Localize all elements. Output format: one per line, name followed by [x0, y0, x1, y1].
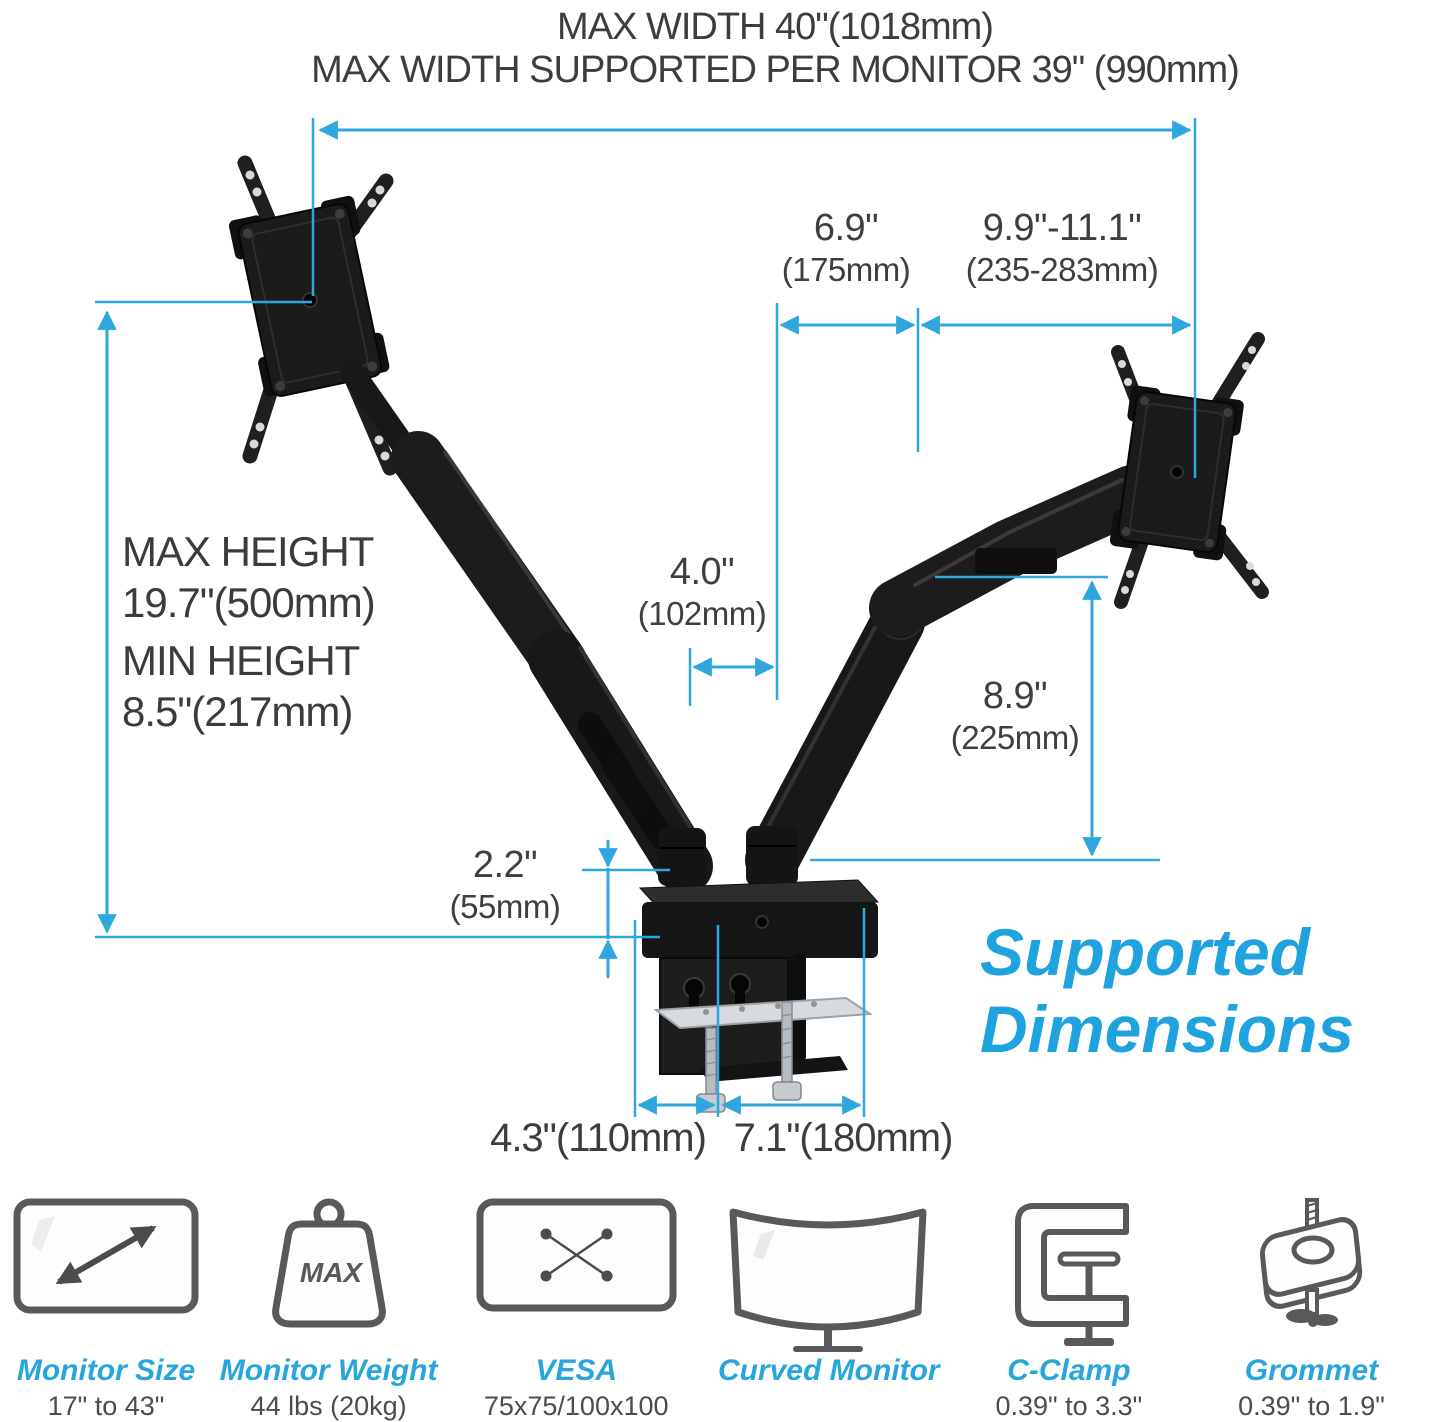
min-height-value: 8.5"(217mm) [122, 688, 353, 735]
dual-monitor-arm-product [228, 155, 1269, 1113]
extension-lines [95, 118, 1197, 1117]
max-height-value: 19.7"(500mm) [122, 579, 376, 626]
grommet-icon [1259, 1198, 1363, 1327]
watermark-line1: Supported [980, 915, 1310, 989]
title-block: MAX WIDTH 40"(1018mm) MAX WIDTH SUPPORTE… [0, 6, 1445, 92]
right-vesa-plate [1109, 385, 1244, 561]
dim-pole-offset-label: 4.0" (102mm) [637, 551, 767, 632]
dim-base-left-label: 4.3"(110mm) [490, 1116, 707, 1160]
feature-label-monitor-weight: Monitor Weight [219, 1354, 438, 1387]
feature-monitor-size: Monitor Size 17" to 43" [6, 1190, 206, 1422]
feature-monitor-weight: MAX Monitor Weight 44 lbs (20kg) [209, 1190, 449, 1422]
dimension-lines [95, 118, 1197, 1117]
left-vesa-plate [228, 195, 390, 397]
feature-value-c-clamp-1: 0.39" to 3.3" [995, 1391, 1143, 1421]
max-weight-icon-text: MAX [299, 1257, 364, 1288]
c-clamp-icon [1014, 1203, 1129, 1346]
feature-c-clamp: C-Clamp 0.39" to 3.3" (10mm to 85mm) [956, 1190, 1181, 1422]
clamp-foot [700, 1056, 848, 1082]
feature-label-c-clamp: C-Clamp [1007, 1354, 1131, 1387]
feature-row: Monitor Size 17" to 43" MAX Monitor Weig… [0, 1190, 1445, 1422]
dim-arm-reach-label: 9.9"-11.1" (235-283mm) [965, 207, 1159, 288]
feature-label-monitor-size: Monitor Size [16, 1354, 196, 1387]
vesa-icon [476, 1198, 677, 1312]
title-max-width: MAX WIDTH 40"(1018mm) [557, 6, 994, 48]
feature-value-vesa-1: 75x75/100x100 [483, 1391, 669, 1421]
feature-value-c-clamp-2: (10mm to 85mm) [956, 1421, 1181, 1422]
feature-value-monitor-weight: 44 lbs (20kg) [250, 1391, 407, 1421]
feature-value-vesa-2: 200x100/200x200 [451, 1421, 701, 1422]
feature-label-grommet: Grommet [1244, 1354, 1379, 1387]
curved-monitor-icon [729, 1208, 927, 1352]
watermark-line2: Dimensions [980, 992, 1355, 1066]
feature-label-curved-monitor: Curved Monitor [717, 1354, 940, 1387]
min-height-label: MIN HEIGHT [122, 637, 360, 684]
height-specs: MAX HEIGHT 19.7"(500mm) MIN HEIGHT 8.5"(… [122, 526, 376, 737]
left-pole [658, 828, 706, 886]
left-spider-holes [245, 170, 390, 461]
right-spider-holes [1118, 346, 1260, 594]
dim-clamp-top-label: 2.2" (55mm) [449, 844, 561, 925]
feature-curved-monitor: Curved Monitor [704, 1190, 954, 1422]
dim-base-right-label: 7.1"(180mm) [733, 1116, 954, 1160]
right-pole [746, 826, 798, 886]
dim-arm-height-label: 8.9" (225mm) [950, 675, 1080, 756]
feature-value-grommet-2: (10mm to 48mm) [1184, 1421, 1439, 1422]
monitor-arm-diagram [95, 118, 1269, 1117]
monitor-weight-icon: MAX [271, 1198, 386, 1328]
watermark: Supported Dimensions [980, 914, 1354, 1068]
feature-vesa: VESA 75x75/100x100 200x100/200x200 [451, 1190, 701, 1422]
feature-grommet: Grommet 0.39" to 1.9" (10mm to 48mm) [1184, 1190, 1439, 1422]
feature-value-grommet-1: 0.39" to 1.9" [1238, 1391, 1385, 1421]
feature-value-monitor-size: 17" to 43" [47, 1391, 165, 1421]
monitor-size-icon [13, 1198, 199, 1314]
right-arm [745, 465, 1173, 887]
desk-clamp [638, 826, 880, 1113]
max-height-label: MAX HEIGHT [122, 528, 374, 575]
dim-arm-gap-label: 6.9" (175mm) [781, 207, 911, 288]
title-max-width-per-monitor: MAX WIDTH SUPPORTED PER MONITOR 39" (990… [311, 49, 1240, 91]
feature-label-vesa: VESA [535, 1354, 618, 1387]
